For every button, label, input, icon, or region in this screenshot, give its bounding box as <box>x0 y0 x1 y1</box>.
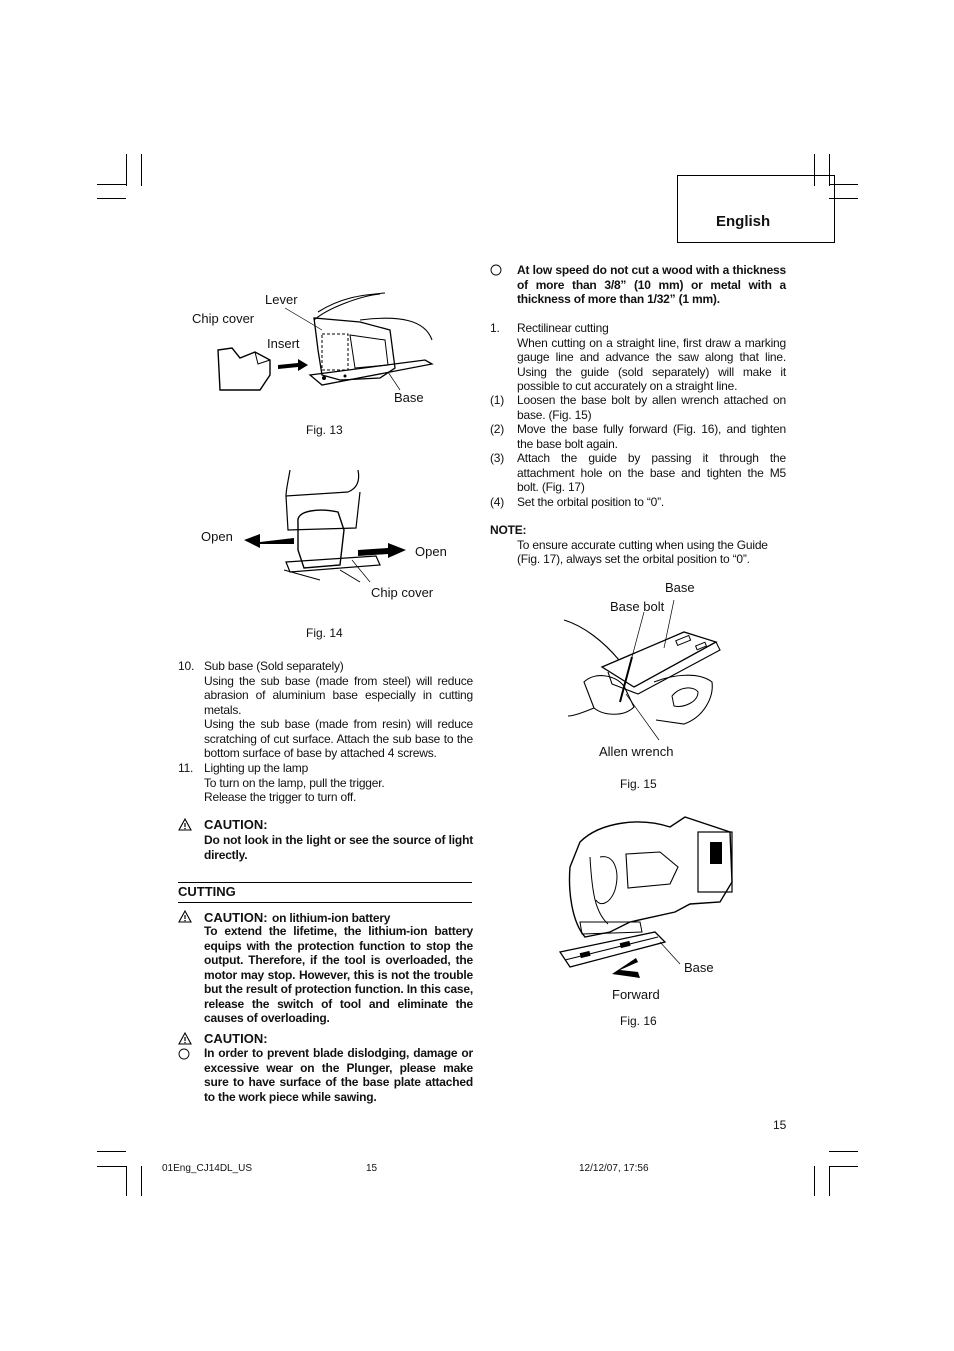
item-10-title: Sub base (Sold separately) <box>204 659 344 673</box>
label-forward: Forward <box>612 987 660 1002</box>
caution-2-text: To extend the lifetime, the lithium-ion … <box>204 924 473 1025</box>
label-open-right: Open <box>415 544 447 559</box>
figure-13-drawing <box>217 292 434 391</box>
figure-14-caption: Fig. 14 <box>306 626 343 640</box>
step-4-text: Set the orbital position to “0”. <box>517 494 665 509</box>
label-chip-cover: Chip cover <box>192 311 255 326</box>
speed-warning-text: At low speed do not cut a wood with a th… <box>517 263 786 306</box>
bullet-circle-icon <box>178 1048 190 1060</box>
label-chip-cover-14: Chip cover <box>371 585 434 600</box>
step-2: (2) Move the base fully forward (Fig. 16… <box>490 422 786 451</box>
item-10: 10. Sub base (Sold separately) Using the… <box>178 659 473 761</box>
item-11-title: Lighting up the lamp <box>204 761 309 775</box>
note-heading: NOTE: <box>490 523 527 537</box>
step-2-text: Move the base fully forward (Fig. 16), a… <box>517 422 786 451</box>
caution-3-heading: CAUTION: <box>204 1031 268 1046</box>
step-4: (4) Set the orbital position to “0”. <box>490 495 786 510</box>
label-base-15: Base <box>665 580 695 595</box>
warning-icon <box>178 817 192 831</box>
step-1-text: Loosen the base bolt by allen wrench att… <box>517 393 786 422</box>
step-1-number: (1) <box>490 393 505 407</box>
step-3: (3) Attach the guide by passing it throu… <box>490 451 786 495</box>
note: NOTE: To ensure accurate cutting when us… <box>490 523 786 567</box>
figure-14-drawing <box>244 469 406 583</box>
footer-date: 12/12/07, 17:56 <box>579 1163 649 1174</box>
caution-3-text: In order to prevent blade dislodging, da… <box>204 1046 473 1104</box>
caution-1-text: Do not look in the light or see the sour… <box>204 833 473 862</box>
figure-16-drawing <box>558 816 733 978</box>
step-3-text: Attach the guide by passing it through t… <box>517 451 786 494</box>
bullet-circle-icon <box>490 264 502 276</box>
step-3-number: (3) <box>490 451 505 465</box>
step-4-number: (4) <box>490 494 505 509</box>
item-11-line-1: To turn on the lamp, pull the trigger. <box>204 775 385 790</box>
steps-list: (1) Loosen the base bolt by allen wrench… <box>490 393 786 509</box>
item-11: 11. Lighting up the lamp To turn on the … <box>178 761 473 805</box>
item-1-text: When cutting on a straight line, first d… <box>517 335 786 394</box>
caution-2-heading: CAUTION: <box>204 910 268 925</box>
note-text: To ensure accurate cutting when using th… <box>517 537 768 567</box>
item-10-paragraph-1: Using the sub base (made from steel) wil… <box>204 673 473 717</box>
warning-icon <box>178 1031 192 1045</box>
label-base-16: Base <box>684 960 714 975</box>
label-base: Base <box>394 390 424 405</box>
label-insert: Insert <box>267 336 300 351</box>
language-label: English <box>716 213 771 230</box>
caution-1-heading: CAUTION: <box>204 817 268 832</box>
label-allen-wrench: Allen wrench <box>599 744 674 759</box>
figure-16-caption: Fig. 16 <box>620 1014 657 1028</box>
language-tab: English <box>677 175 835 243</box>
section-cutting-title: CUTTING <box>178 884 236 899</box>
item-11-number: 11. <box>178 761 194 775</box>
step-1: (1) Loosen the base bolt by allen wrench… <box>490 393 786 422</box>
figure-15-drawing <box>563 599 721 741</box>
label-lever: Lever <box>265 292 298 307</box>
item-1-title: Rectilinear cutting <box>517 321 609 335</box>
label-open-left: Open <box>201 529 233 544</box>
item-10-paragraph-2: Using the sub base (made from resin) wil… <box>204 717 473 760</box>
figure-15-caption: Fig. 15 <box>620 777 657 791</box>
item-11-line-2: Release the trigger to turn off. <box>204 790 357 804</box>
footer-file: 01Eng_CJ14DL_US <box>162 1163 253 1174</box>
section-cutting: CUTTING <box>178 882 472 903</box>
step-2-number: (2) <box>490 422 505 436</box>
figure-13-caption: Fig. 13 <box>306 423 343 437</box>
label-base-bolt: Base bolt <box>610 599 665 614</box>
warning-icon <box>178 909 192 923</box>
item-10-number: 10. <box>178 659 195 673</box>
item-1: 1. Rectilinear cutting When cutting on a… <box>490 321 786 394</box>
caution-2-subheading: on lithium-ion battery <box>272 911 391 925</box>
footer-page: 15 <box>366 1163 378 1174</box>
page-number: 15 <box>773 1118 787 1132</box>
item-1-number: 1. <box>490 321 500 335</box>
